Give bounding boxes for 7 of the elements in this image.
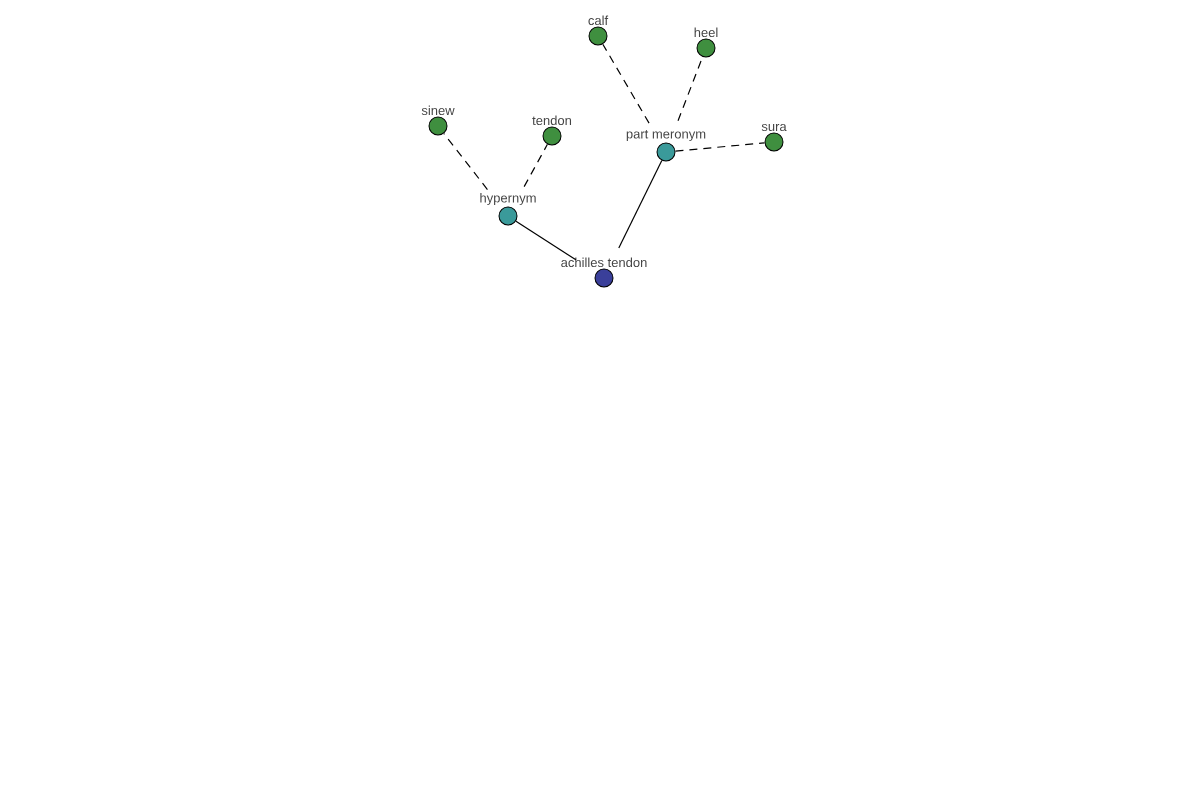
connector-line xyxy=(443,132,489,191)
connector-line xyxy=(515,220,577,261)
connector-line xyxy=(674,142,766,152)
connector-line xyxy=(677,56,704,122)
connector-line xyxy=(602,43,650,124)
connector-line xyxy=(618,159,663,249)
connector-line xyxy=(523,143,549,188)
